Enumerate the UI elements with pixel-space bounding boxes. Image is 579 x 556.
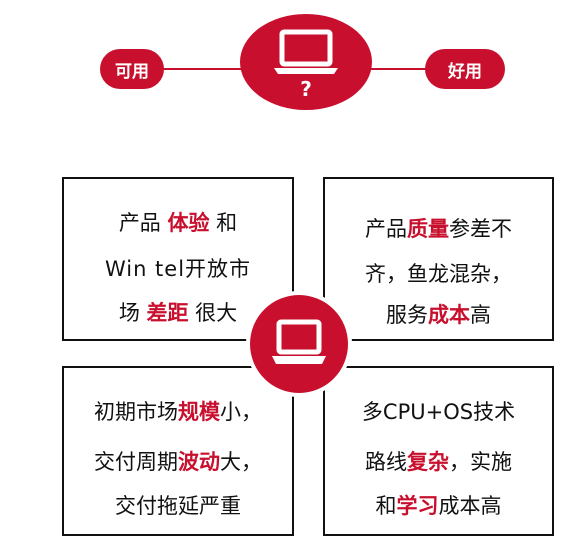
easy-to-use-pill: 好用 — [425, 49, 505, 89]
box-scale-line3: 交付拖延严重 — [115, 494, 241, 518]
usable-label: 可用 — [115, 61, 149, 82]
box-complexity-line3: 和学习成本高 — [375, 494, 502, 518]
box-experience-line3: 场 差距 很大 — [118, 301, 238, 325]
box-complexity-line2: 路线复杂，实施 — [365, 450, 512, 474]
box-scale-line2: 交付周期波动大， — [94, 450, 262, 474]
center-laptop-circle — [250, 295, 348, 393]
usable-pill: 可用 — [100, 49, 164, 89]
laptop-icon — [270, 28, 342, 78]
box-quality-line3: 服务成本高 — [386, 303, 491, 327]
box-quality-line1: 产品质量参差不 — [365, 217, 512, 241]
right-connector-line — [370, 68, 430, 70]
question-mark: ? — [300, 77, 312, 101]
box-experience: 产品 体验 和 Win tel开放市 场 差距 很大 — [62, 177, 294, 341]
left-connector-line — [160, 68, 245, 70]
box-scale: 初期市场规模小， 交付周期波动大， 交付拖延严重 — [62, 366, 294, 536]
box-complexity-line1: 多CPU+OS技术 — [361, 400, 516, 424]
easy-to-use-label: 好用 — [448, 61, 482, 82]
box-quality: 产品质量参差不 齐，鱼龙混杂， 服务成本高 — [323, 177, 554, 341]
box-quality-line2: 齐，鱼龙混杂， — [365, 262, 512, 286]
laptop-icon — [270, 318, 328, 368]
box-scale-line1: 初期市场规模小， — [94, 400, 262, 424]
box-complexity: 多CPU+OS技术 路线复杂，实施 和学习成本高 — [323, 366, 554, 536]
box-experience-line2: Win tel开放市 — [104, 257, 252, 281]
box-experience-line1: 产品 体验 和 — [118, 211, 238, 235]
